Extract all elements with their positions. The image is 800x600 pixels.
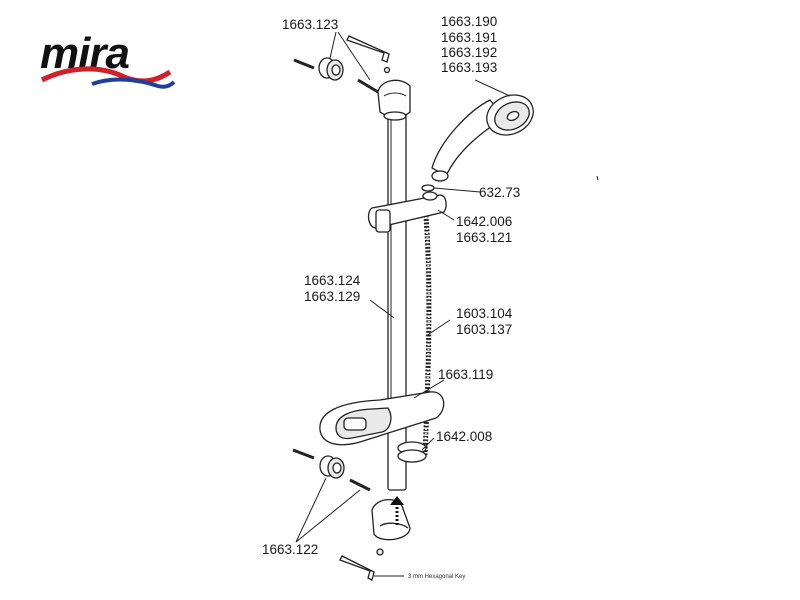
assembly-arrow	[390, 496, 404, 525]
label-hose: 1603.104 1603.137	[456, 306, 513, 337]
part-number: 1663.123	[282, 17, 338, 32]
logo-red-wave	[40, 66, 172, 84]
part-number: 1663.191	[441, 30, 497, 45]
bottom-grub-screw	[376, 548, 384, 556]
top-grub-screw	[383, 66, 391, 74]
label-washer: 632.73	[479, 185, 520, 200]
riser-rail	[387, 109, 407, 491]
part-number: 1663.124	[304, 273, 361, 288]
bottom-hex-key	[339, 555, 375, 581]
handset-washer	[421, 184, 435, 192]
label-handset: 1663.190 1663.191 1663.192 1663.193	[441, 14, 497, 75]
part-number: 1603.104	[456, 306, 513, 321]
part-number: 1642.006	[456, 214, 512, 229]
label-soap-dish: 1663.119	[438, 367, 493, 382]
top-screw-right	[357, 78, 379, 94]
part-number: 1663.129	[304, 289, 360, 304]
slider-unit	[367, 191, 447, 233]
label-hose-retaining-ring: 1642.008	[436, 429, 492, 444]
hose-texture	[424, 204, 430, 456]
part-number: 1663.190	[441, 14, 497, 29]
bottom-wall-plug	[319, 455, 345, 479]
leader-lines	[295, 31, 511, 577]
logo-blue-wave	[91, 77, 176, 89]
top-wall-plug	[318, 57, 344, 81]
part-number: 1663.119	[438, 367, 493, 382]
label-top-bracket-screws: 1663.123	[282, 17, 338, 32]
bottom-bracket	[371, 499, 411, 541]
part-number: 1663.193	[441, 60, 497, 75]
part-number: 1663.192	[441, 45, 497, 60]
label-riser-rail: 1663.124 1663.129	[304, 273, 361, 304]
stray-mark	[596, 175, 599, 181]
part-number: 1663.122	[262, 542, 318, 557]
top-hex-key	[346, 35, 390, 63]
part-number: 632.73	[479, 185, 520, 200]
top-screw-left	[293, 58, 315, 70]
label-slider: 1642.006 1663.121	[456, 214, 512, 245]
part-number: 1603.137	[456, 322, 512, 337]
top-bracket	[377, 79, 411, 121]
soap-dish	[319, 391, 445, 446]
label-bottom-bracket-screws: 1663.122	[262, 542, 318, 557]
part-number: 1642.008	[436, 429, 492, 444]
mira-logo: mira	[40, 29, 176, 89]
part-number: 1663.121	[456, 230, 512, 245]
bottom-screw-left	[292, 448, 315, 460]
bottom-screw-right	[349, 478, 371, 492]
shower-handset	[431, 94, 534, 182]
hose-retaining-ring	[397, 441, 427, 463]
hex-key-note: 3 mm Hexagonal Key	[408, 574, 465, 580]
